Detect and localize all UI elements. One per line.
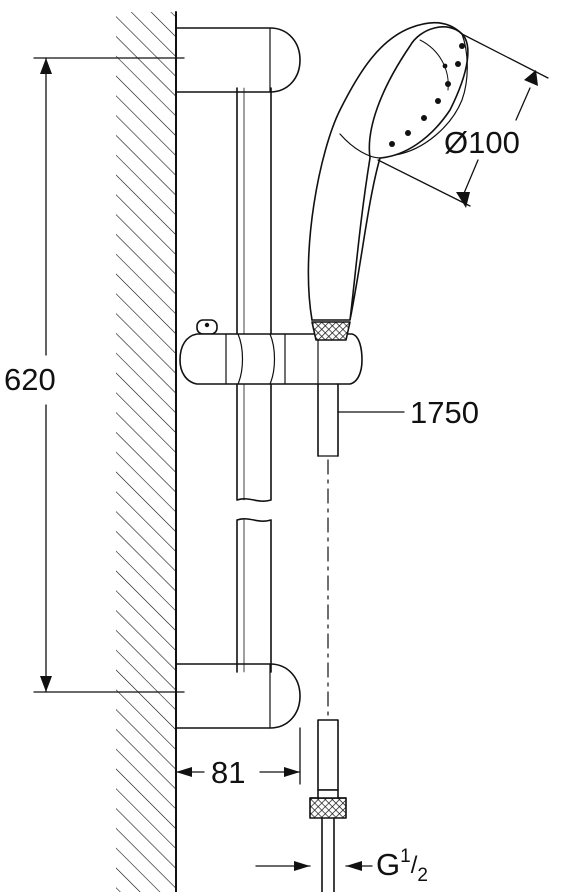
slider-holder [179, 333, 363, 385]
shower-knurl [311, 321, 351, 341]
bottom-wall-bracket [175, 663, 301, 729]
thread-slash: / [410, 852, 418, 879]
hose-length-label: 1750 [410, 395, 479, 430]
projection-dimension [175, 727, 301, 785]
thread-letter: G [376, 847, 401, 882]
hose-connector-nut [309, 797, 347, 819]
height-label: 620 [4, 362, 56, 397]
rail-lower-segment [236, 518, 272, 673]
thread-denominator: 2 [417, 865, 428, 886]
thread-label: G1/2 [376, 846, 428, 885]
diameter-label: Ø100 [444, 125, 520, 160]
thread-numerator: 1 [400, 846, 411, 867]
thread-dimension [255, 861, 373, 871]
wall [116, 11, 177, 892]
height-dimension [33, 57, 185, 693]
top-wall-bracket [175, 27, 301, 93]
spray-nozzles [389, 43, 465, 147]
hand-shower [311, 26, 469, 321]
projection-label: 81 [211, 755, 246, 790]
hose-lower [317, 719, 339, 791]
rail-upper-segment [236, 87, 272, 502]
diameter-dimension [377, 33, 549, 208]
